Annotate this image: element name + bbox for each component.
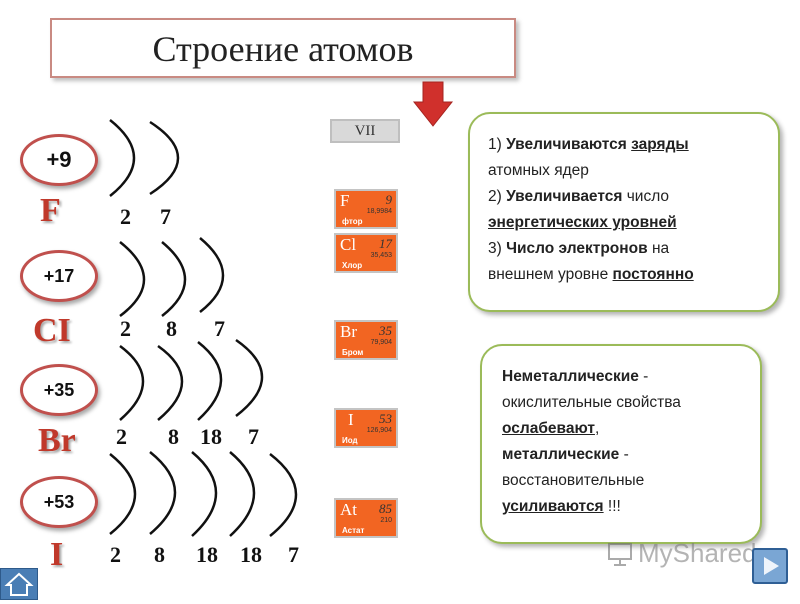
tile-mass: 79,904 <box>370 339 392 346</box>
shell-count: 8 <box>166 316 177 341</box>
nucleus-charge-cl: +17 <box>20 250 98 302</box>
element-tile-f: F 9 18,9984 фтор <box>334 189 398 229</box>
tile-number: 53 <box>379 411 392 426</box>
shell-count: 18 <box>240 542 262 567</box>
tile-name: Бром <box>342 348 364 357</box>
tile-symbol: F <box>340 191 350 210</box>
shell-count: 8 <box>154 542 165 567</box>
tile-mass: 35,453 <box>370 252 392 259</box>
shell-count: 2 <box>116 424 127 449</box>
element-tile-cl: Cl 17 35,453 Хлор <box>334 233 398 273</box>
panel-line: атомных ядер <box>488 162 589 179</box>
shell-count: 7 <box>214 316 225 341</box>
shell-count: 8 <box>168 424 179 449</box>
shell-arc <box>199 237 225 313</box>
shell-count: 18 <box>200 424 222 449</box>
watermark-text: MyShared <box>638 538 757 568</box>
tile-symbol: Br <box>340 322 357 341</box>
home-button[interactable] <box>0 568 38 600</box>
home-icon <box>4 572 34 596</box>
trends-panel: 1) Увеличиваются заряды атомных ядер 2) … <box>468 112 780 312</box>
shell-arc <box>161 241 187 317</box>
nucleus-charge-f: +9 <box>20 134 98 186</box>
tile-number: 85 <box>379 501 392 516</box>
watermark: MyShared <box>606 538 757 569</box>
shell-count: 2 <box>120 204 131 229</box>
panel-line: металлические - <box>502 446 629 463</box>
shell-arc <box>149 120 180 196</box>
tile-mass: 210 <box>380 517 392 524</box>
atom-symbol-cl: CI <box>33 312 71 349</box>
nucleus-charge-br: +35 <box>20 364 98 416</box>
tile-number: 17 <box>379 236 392 251</box>
panel-line: усиливаются !!! <box>502 498 621 515</box>
shell-arc <box>119 344 145 421</box>
atom-symbol-f: F <box>40 192 61 229</box>
tile-symbol: I <box>348 410 354 429</box>
shell-arc <box>109 119 136 197</box>
shell-arc <box>109 453 137 535</box>
element-tile-i: I 53 126,904 Иод <box>334 408 398 448</box>
shell-arc <box>149 451 177 535</box>
shell-count: 18 <box>196 542 218 567</box>
element-tile-br: Br 35 79,904 Бром <box>334 320 398 360</box>
tile-name: фтор <box>342 217 363 226</box>
panel-line: окислительные свойства <box>502 394 681 411</box>
presentation-icon <box>608 542 632 566</box>
tile-name: Хлор <box>342 261 363 270</box>
next-slide-button[interactable] <box>752 548 788 584</box>
shell-count: 2 <box>110 542 121 567</box>
shell-count: 7 <box>248 424 259 449</box>
shell-arc <box>157 344 184 421</box>
tile-name: Астат <box>342 526 365 535</box>
title-box: Строение атомов <box>50 18 516 78</box>
nucleus-charge-i: +53 <box>20 476 98 528</box>
panel-line: Неметаллические - <box>502 368 649 385</box>
atom-symbol-i: I <box>50 536 64 573</box>
group-label: VII <box>330 119 400 143</box>
page-title: Строение атомов <box>152 29 414 69</box>
panel-line: восстановительные <box>502 472 645 489</box>
tile-symbol: At <box>340 500 357 519</box>
shell-arc <box>197 341 223 421</box>
properties-panel: Неметаллические - окислительные свойства… <box>480 344 762 544</box>
tile-symbol: Cl <box>340 235 357 254</box>
tile-mass: 126,904 <box>366 427 392 434</box>
tile-number: 35 <box>379 323 392 338</box>
down-arrow-icon <box>412 81 454 127</box>
shell-count: 2 <box>120 316 131 341</box>
shell-count: 7 <box>160 204 171 229</box>
panel-line: 1) Увеличиваются заряды <box>488 136 689 153</box>
panel-line: 3) Число электронов на <box>488 240 670 257</box>
electron-shells-diagram <box>109 119 298 537</box>
tile-mass: 18,9984 <box>366 208 392 215</box>
atom-symbol-br: Br <box>38 422 76 459</box>
shell-arc <box>235 338 264 417</box>
shell-arc <box>269 453 298 537</box>
shell-arc <box>191 451 218 537</box>
element-tile-at: At 85 210 Астат <box>334 498 398 538</box>
play-arrow-icon <box>764 557 779 575</box>
shell-arc <box>229 451 256 537</box>
tile-number: 9 <box>385 192 393 207</box>
shell-arc <box>119 241 146 317</box>
panel-line: внешнем уровне постоянно <box>488 266 694 283</box>
panel-line: ослабевают, <box>502 420 600 437</box>
panel-line: энергетических уровней <box>488 214 677 231</box>
tile-name: Иод <box>342 436 358 445</box>
panel-line: 2) Увеличивается число <box>488 188 670 205</box>
shell-count: 7 <box>288 542 299 567</box>
